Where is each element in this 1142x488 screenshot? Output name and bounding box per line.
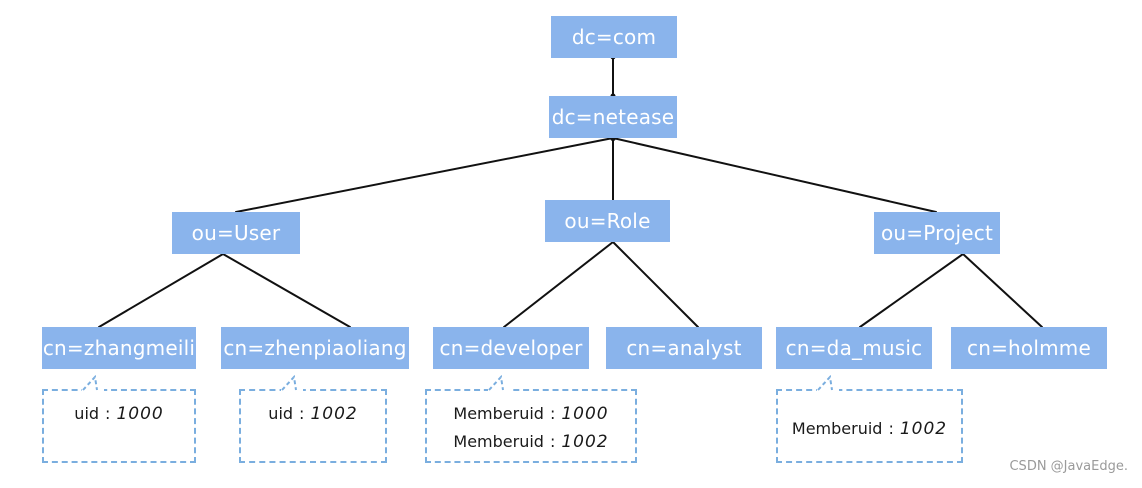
node-cn-zhenpiaoliang: cn=zhenpiaoliang	[221, 327, 409, 369]
note-key: Memberuid	[453, 432, 544, 451]
note-tail-da-music	[817, 375, 839, 391]
note-sep: :	[549, 404, 556, 423]
note-value: 1002	[310, 404, 358, 424]
note-sep: :	[888, 419, 894, 438]
node-dc-com: dc=com	[551, 16, 677, 58]
note-key: Memberuid	[791, 419, 883, 438]
note-sep: :	[105, 404, 111, 423]
note-key: uid	[74, 404, 100, 423]
note-tail-zhangmeili	[82, 375, 104, 391]
note-key: uid	[268, 404, 294, 423]
edge-project-da_music	[859, 253, 964, 328]
note-key: Memberuid	[453, 404, 544, 423]
note-line: Memberuid:1002	[778, 419, 961, 439]
note-zhenpiaoliang: uid:1002	[239, 389, 387, 463]
node-dc-netease: dc=netease	[549, 96, 677, 138]
watermark: CSDN @JavaEdge.	[1009, 459, 1128, 474]
note-line: Memberuid:1000	[427, 404, 635, 424]
edge-user-zhenpiaoliang	[222, 253, 351, 328]
edge-role-analyst	[612, 241, 699, 328]
note-da-music: Memberuid:1002	[776, 389, 963, 463]
note-tail-zhenpiaoliang	[281, 375, 303, 391]
edge-role-developer	[503, 241, 614, 328]
edge-netease-user	[235, 137, 614, 213]
edge-project-holmme	[962, 253, 1043, 328]
note-line: uid:1000	[44, 404, 194, 424]
node-cn-developer: cn=developer	[433, 327, 589, 369]
note-sep: :	[549, 432, 556, 451]
note-value: 1002	[899, 419, 948, 439]
node-ou-role: ou=Role	[545, 200, 670, 242]
note-zhangmeili: uid:1000	[42, 389, 196, 463]
note-value: 1000	[561, 404, 609, 424]
note-value: 1000	[116, 404, 164, 424]
note-line: uid:1002	[241, 404, 385, 424]
note-line: Memberuid:1002	[427, 432, 635, 452]
edge-user-zhangmeili	[98, 253, 224, 328]
edge-netease-project	[612, 137, 937, 213]
note-value: 1002	[561, 432, 609, 452]
note-sep: :	[299, 404, 305, 423]
note-tail-developer	[488, 375, 510, 391]
note-developer: Memberuid:1000 Memberuid:1002	[425, 389, 637, 463]
node-cn-zhangmeili: cn=zhangmeili	[42, 327, 196, 369]
node-cn-da-music: cn=da_music	[776, 327, 932, 369]
node-cn-analyst: cn=analyst	[606, 327, 762, 369]
node-ou-user: ou=User	[172, 212, 300, 254]
node-cn-holmme: cn=holmme	[951, 327, 1107, 369]
node-ou-project: ou=Project	[874, 212, 1000, 254]
